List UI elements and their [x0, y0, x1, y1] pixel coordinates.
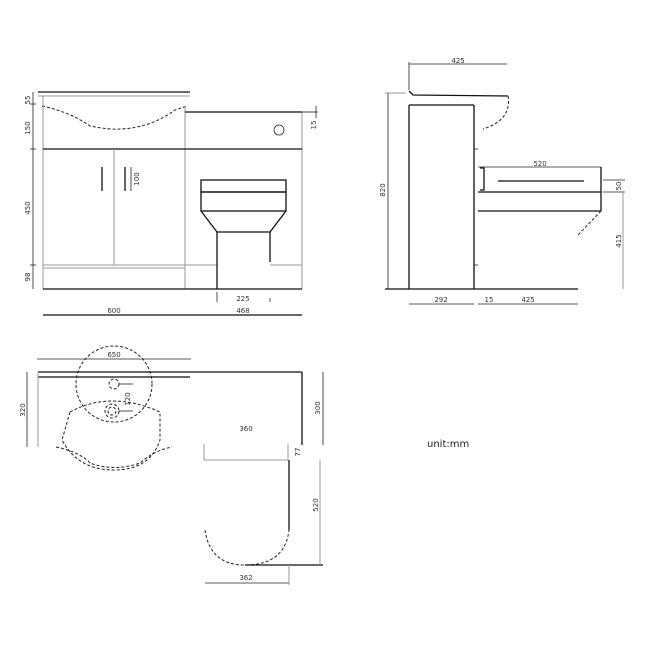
dim-seat-gap: 50	[615, 182, 623, 191]
unit-label: unit:mm	[427, 439, 469, 450]
dim-door-height: 450	[24, 201, 32, 214]
dim-tap-hole-spacing: 120	[124, 392, 132, 405]
dim-pan-depth: 425	[521, 296, 534, 304]
side-view: 425 820 520 50 415 292 15 425	[379, 57, 625, 305]
dim-toilet-unit-width: 468	[236, 307, 249, 315]
dim-plinth-height: 98	[24, 273, 32, 282]
basin-bowl-outline	[75, 345, 153, 423]
dim-pan-height: 415	[615, 234, 623, 247]
dim-offset: 77	[294, 448, 302, 457]
dim-vanity-width: 600	[107, 307, 120, 315]
dim-basin-height: 150	[24, 121, 32, 134]
waste-icon	[104, 403, 120, 419]
tap-hole-icon	[108, 378, 120, 390]
dim-unit-depth: 300	[314, 401, 322, 414]
dim-cistern-offset: 15	[310, 121, 318, 130]
dim-cistern-width: 360	[239, 425, 252, 433]
dim-side-basin-depth: 425	[451, 57, 464, 65]
dim-gap: 15	[485, 296, 494, 304]
dim-pan-length: 520	[312, 498, 320, 511]
dim-top-lip: 55	[24, 96, 32, 105]
dim-overall-height: 820	[379, 183, 387, 196]
dim-top-basin-width: 650	[107, 351, 120, 359]
front-view: 55 150 450 98 100 15 225 600 468	[24, 91, 318, 316]
top-view: 650 120 320 360 300 77 520 362	[19, 345, 324, 585]
dim-pan-width-top: 362	[239, 574, 252, 582]
dim-pan-projection: 520	[533, 160, 546, 168]
dim-pan-width: 225	[236, 295, 249, 303]
dim-top-basin-depth: 320	[19, 403, 27, 416]
cistern-button-icon	[273, 124, 285, 136]
dim-cabinet-depth: 292	[434, 296, 447, 304]
dim-handle-length: 100	[133, 172, 141, 185]
